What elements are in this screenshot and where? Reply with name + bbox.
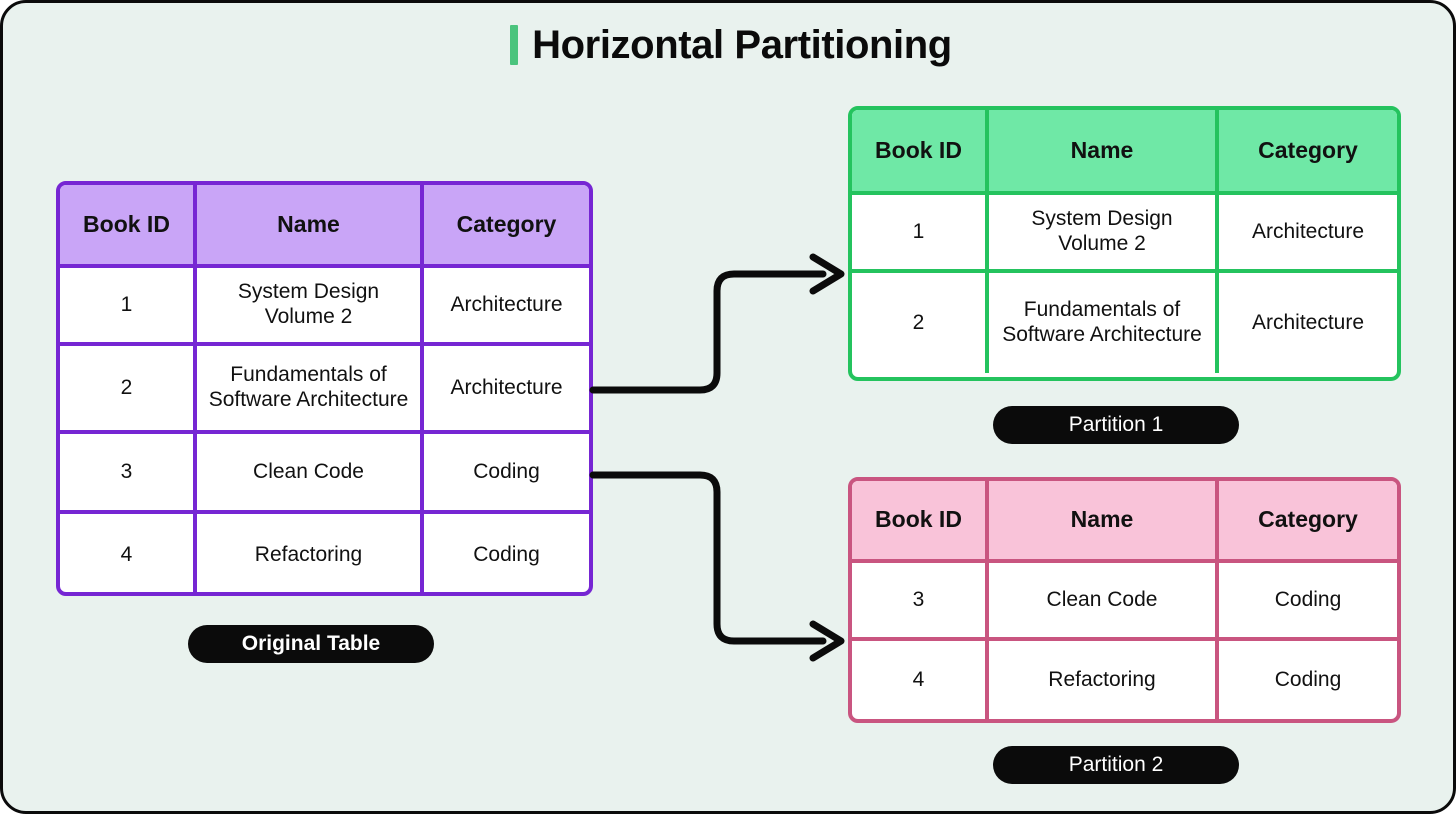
column-header-name: Name — [197, 185, 424, 264]
cell-book-id: 4 — [852, 641, 989, 719]
cell-name: Refactoring — [989, 641, 1219, 719]
cell-name: Fundamentals of Software Architecture — [197, 346, 424, 430]
cell-name: Fundamentals of Software Architecture — [989, 273, 1219, 373]
cell-category: Coding — [1274, 587, 1342, 611]
column-header-name: Name — [989, 110, 1219, 191]
table-row: 3 Clean Code Coding — [852, 563, 1397, 641]
arrow-to-partition-2-head — [809, 620, 845, 662]
table-row: 3 Clean Code Coding — [60, 434, 589, 514]
page-title-text: Horizontal Partitioning — [532, 23, 952, 67]
table-row: 2 Fundamentals of Software Architecture … — [852, 273, 1397, 373]
table-header-row: Book ID Name Category — [60, 185, 589, 268]
column-header-category: Category — [456, 210, 557, 237]
cell-category: Coding — [473, 459, 540, 483]
original-table: Book ID Name Category 1 System Design Vo… — [56, 181, 593, 596]
partition-1-table: Book ID Name Category 1 System Design Vo… — [848, 106, 1401, 381]
cell-category: Coding — [473, 542, 540, 566]
cell-book-id: 2 — [60, 346, 197, 430]
column-header-name: Name — [989, 481, 1219, 559]
cell-category: Architecture — [450, 375, 563, 399]
arrow-to-partition-1-head — [809, 253, 845, 295]
cell-name: Clean Code — [197, 434, 424, 510]
column-header-book-id: Book ID — [60, 185, 197, 264]
table-row: 1 System Design Volume 2 Architecture — [60, 268, 589, 346]
arrow-to-partition-2-line — [589, 471, 827, 645]
page-title: Horizontal Partitioning — [3, 23, 1453, 67]
cell-book-id: 1 — [60, 268, 197, 342]
cell-category: Coding — [1274, 667, 1342, 691]
cell-name: Refactoring — [197, 514, 424, 592]
cell-name: Clean Code — [989, 563, 1219, 637]
cell-category: Architecture — [450, 292, 563, 316]
table-row: 1 System Design Volume 2 Architecture — [852, 195, 1397, 273]
column-header-book-id: Book ID — [852, 110, 989, 191]
cell-book-id: 1 — [852, 195, 989, 269]
table-row: 2 Fundamentals of Software Architecture … — [60, 346, 589, 434]
partition-1-label: Partition 1 — [993, 406, 1239, 444]
cell-book-id: 2 — [852, 273, 989, 373]
title-accent-bar — [510, 25, 519, 65]
original-table-label: Original Table — [188, 625, 434, 663]
column-header-category: Category — [1258, 136, 1358, 163]
arrow-to-partition-1-line — [589, 270, 827, 394]
cell-book-id: 3 — [60, 434, 197, 510]
cell-category: Architecture — [1251, 219, 1365, 243]
table-header-row: Book ID Name Category — [852, 110, 1397, 195]
cell-name: System Design Volume 2 — [989, 195, 1219, 269]
table-header-row: Book ID Name Category — [852, 481, 1397, 563]
column-header-book-id: Book ID — [852, 481, 989, 559]
cell-book-id: 3 — [852, 563, 989, 637]
partition-2-table: Book ID Name Category 3 Clean Code Codin… — [848, 477, 1401, 723]
column-header-category: Category — [1258, 506, 1358, 533]
table-row: 4 Refactoring Coding — [60, 514, 589, 592]
table-row: 4 Refactoring Coding — [852, 641, 1397, 719]
cell-name: System Design Volume 2 — [197, 268, 424, 342]
cell-category: Architecture — [1251, 310, 1365, 334]
partition-2-label: Partition 2 — [993, 746, 1239, 784]
cell-book-id: 4 — [60, 514, 197, 592]
